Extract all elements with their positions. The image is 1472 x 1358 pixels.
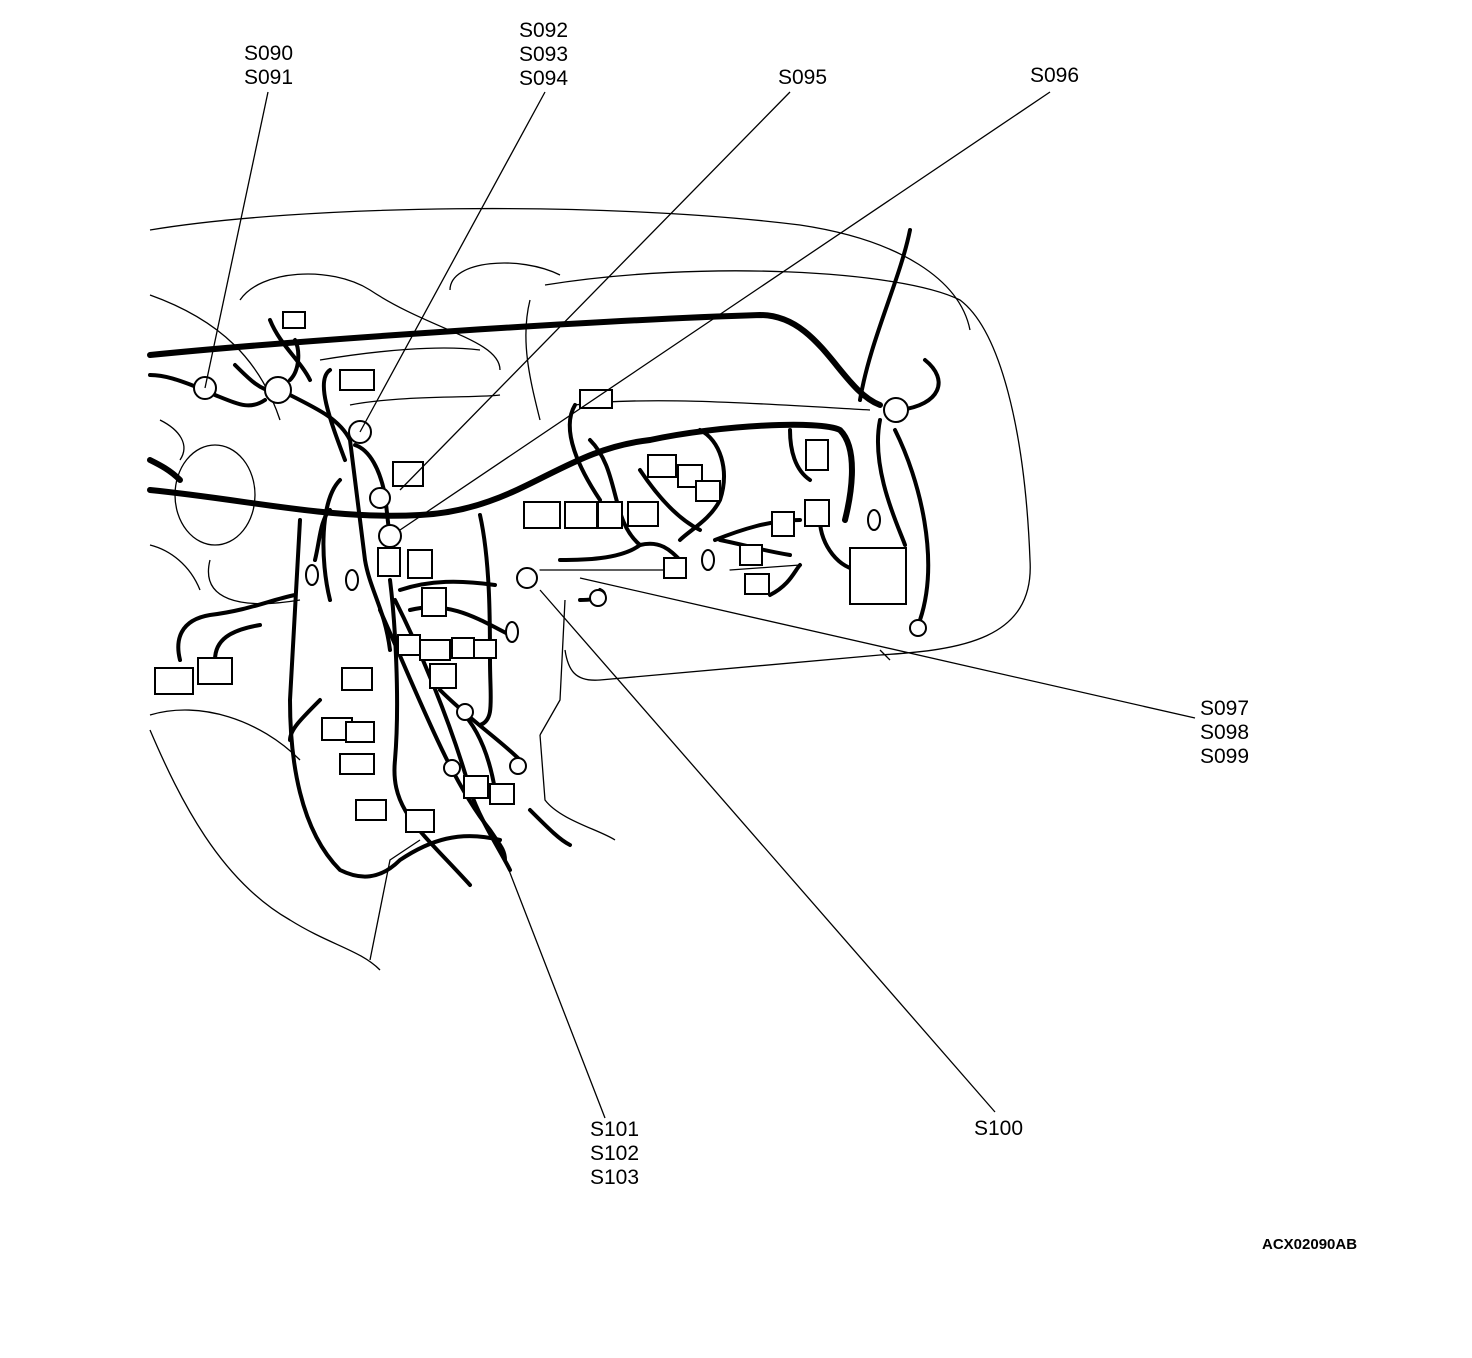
connectors	[154, 311, 927, 833]
callout-text: S099	[1200, 745, 1250, 768]
connector	[663, 557, 687, 579]
splice-markers	[193, 376, 538, 589]
bulb-socket	[867, 509, 881, 531]
callout-text: S093	[519, 43, 569, 66]
connector	[473, 639, 497, 659]
connector	[429, 663, 457, 689]
grommet	[883, 397, 909, 423]
connector	[421, 587, 447, 617]
connector	[282, 311, 306, 329]
connector	[744, 573, 770, 595]
callout-s097-s099: S097 S098 S099	[1200, 697, 1249, 769]
connector	[405, 809, 435, 833]
callout-s100: S100	[974, 1117, 1023, 1141]
connector	[849, 547, 907, 605]
callout-s090-s091: S090 S091	[244, 42, 293, 90]
connector	[463, 775, 489, 799]
connector	[154, 667, 194, 695]
splice-s095	[369, 487, 391, 509]
callout-text: S094	[519, 67, 569, 90]
connector	[197, 657, 233, 685]
dashboard-outline	[149, 207, 1031, 971]
figure-id: ACX02090AB	[1262, 1236, 1358, 1253]
connector	[419, 639, 451, 661]
leader-lines	[204, 91, 1196, 1119]
connector	[597, 501, 623, 529]
callout-text: S092	[519, 19, 569, 42]
connector	[804, 499, 830, 527]
callout-text: S098	[1200, 721, 1250, 744]
ring-terminal	[589, 589, 607, 607]
callout-s101-s103: S101 S102 S103	[590, 1118, 639, 1190]
callout-text: S100	[974, 1117, 1024, 1140]
connector	[564, 501, 598, 529]
ring-terminal	[509, 757, 527, 775]
connector	[397, 634, 421, 656]
connector	[345, 721, 375, 743]
connector	[341, 667, 373, 691]
connector	[805, 439, 829, 471]
connector	[339, 753, 375, 775]
connector	[377, 547, 401, 577]
connector	[489, 783, 515, 805]
splice-s097-s099	[516, 567, 538, 589]
connector	[451, 637, 475, 659]
callout-text: S102	[590, 1142, 640, 1165]
connector	[647, 454, 677, 478]
connector	[523, 501, 561, 529]
ring-terminal	[456, 703, 474, 721]
bulb-socket	[345, 569, 359, 591]
callout-text: S097	[1200, 697, 1250, 720]
callout-text: S103	[590, 1166, 640, 1189]
grommet	[264, 376, 292, 404]
connector	[695, 480, 721, 502]
callout-text: S090	[244, 42, 294, 65]
callout-s096: S096	[1030, 64, 1079, 88]
callout-text: S101	[590, 1118, 640, 1141]
connector	[739, 544, 763, 566]
callout-s092-s094: S092 S093 S094	[519, 19, 568, 91]
callout-s095: S095	[778, 66, 827, 90]
connector	[355, 799, 387, 821]
bulb-socket	[701, 549, 715, 571]
connector	[407, 549, 433, 579]
bulb-socket	[505, 621, 519, 643]
connector	[627, 501, 659, 527]
splice-s096	[378, 524, 402, 548]
ring-terminal	[909, 619, 927, 637]
callout-text: S096	[1030, 64, 1080, 87]
ring-terminal	[443, 759, 461, 777]
callout-text: S095	[778, 66, 828, 89]
callout-text: S091	[244, 66, 294, 89]
bulb-socket	[305, 564, 319, 586]
connector	[339, 369, 375, 391]
connector	[771, 511, 795, 537]
